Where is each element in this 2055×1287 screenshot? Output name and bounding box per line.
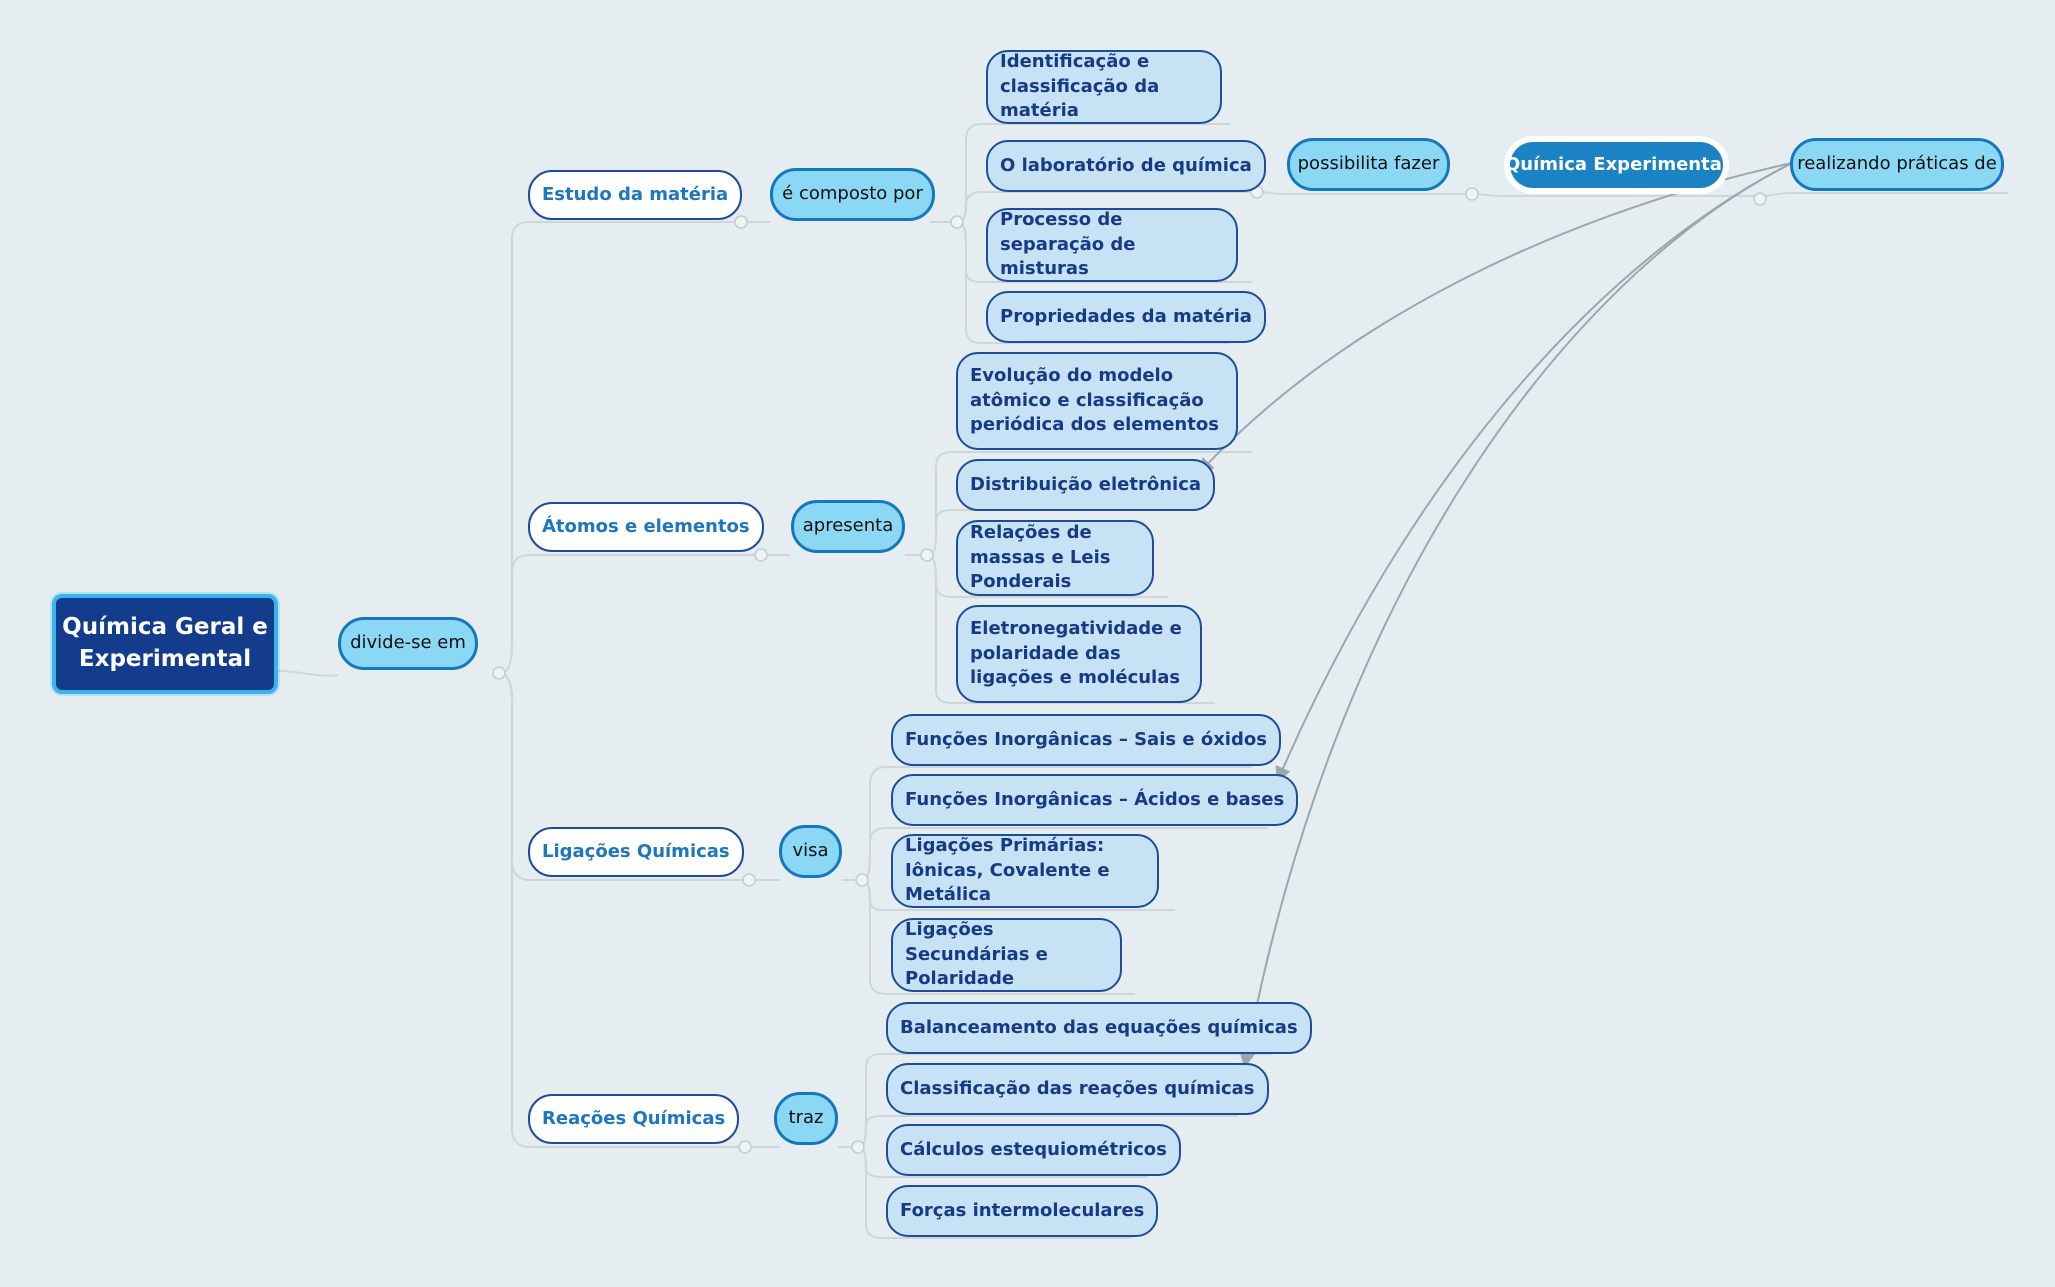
- leaf-sais-oxidos[interactable]: Funções Inorgânicas – Sais e óxidos: [891, 714, 1281, 766]
- branch-1-link[interactable]: é composto por: [770, 168, 935, 221]
- leaf-identificacao[interactable]: Identificação e classificação da matéria: [986, 50, 1222, 124]
- link-text: visa: [792, 840, 829, 862]
- leaf-forcas-intermoleculares[interactable]: Forças intermoleculares: [886, 1185, 1159, 1237]
- root-topic-label: Química Geral e Experimental: [62, 614, 268, 672]
- leaf-label: Evolução do modelo atômico e classificaç…: [970, 364, 1219, 436]
- link-text: apresenta: [802, 515, 894, 537]
- link-text: realizando práticas de: [1797, 153, 1997, 175]
- branch-label: Átomos e elementos: [542, 515, 750, 537]
- branch-label: Ligações Químicas: [542, 840, 730, 862]
- root-topic[interactable]: Química Geral e Experimental: [52, 594, 278, 694]
- leaf-label: Classificação das reações químicas: [900, 1077, 1255, 1099]
- link-text: traz: [788, 1107, 824, 1129]
- leaf-balanceamento[interactable]: Balanceamento das equações químicas: [886, 1002, 1312, 1054]
- branch-label: Estudo da matéria: [542, 183, 729, 205]
- leaf-ligacoes-primarias[interactable]: Ligações Primárias: Iônicas, Covalente e…: [891, 834, 1159, 908]
- leaf-label: Propriedades da matéria: [1000, 305, 1252, 327]
- leaf-separacao-misturas[interactable]: Processo de separação de misturas: [986, 208, 1238, 282]
- branch-label: Reações Químicas: [542, 1107, 726, 1129]
- lab-link-possibilita[interactable]: possibilita fazer: [1287, 138, 1450, 191]
- branch-atomos-elementos[interactable]: Átomos e elementos: [528, 502, 764, 552]
- root-link-text: divide-se em: [350, 632, 466, 654]
- leaf-label: Funções Inorgânicas – Ácidos e bases: [905, 788, 1285, 810]
- leaf-label: Ligações Secundárias e Polaridade: [905, 918, 1048, 990]
- branch-estudo-da-materia[interactable]: Estudo da matéria: [528, 170, 743, 220]
- leaf-label: Distribuição eletrônica: [970, 473, 1202, 495]
- topic-quimica-experimental[interactable]: Química Experimental: [1505, 142, 1728, 188]
- branch-3-link[interactable]: visa: [779, 825, 842, 878]
- leaf-classificacao-reacoes[interactable]: Classificação das reações químicas: [886, 1063, 1269, 1115]
- leaf-label: Cálculos estequiométricos: [900, 1138, 1167, 1160]
- leaf-calculos-estequiometricos[interactable]: Cálculos estequiométricos: [886, 1124, 1181, 1176]
- link-text: é composto por: [782, 183, 923, 205]
- branch-4-link[interactable]: traz: [774, 1092, 838, 1145]
- leaf-ligacoes-secundarias[interactable]: Ligações Secundárias e Polaridade: [891, 918, 1122, 992]
- leaf-eletronegatividade[interactable]: Eletronegatividade e polaridade das liga…: [956, 605, 1202, 703]
- leaf-acidos-bases[interactable]: Funções Inorgânicas – Ácidos e bases: [891, 774, 1299, 826]
- leaf-label: Identificação e classificação da matéria: [1000, 50, 1160, 122]
- branch-2-link[interactable]: apresenta: [791, 500, 905, 553]
- leaf-propriedades[interactable]: Propriedades da matéria: [986, 291, 1266, 343]
- topic-label: Química Experimental: [1504, 153, 1729, 175]
- branch-ligacoes-quimicas[interactable]: Ligações Químicas: [528, 827, 744, 877]
- leaf-relacoes-massas[interactable]: Relações de massas e Leis Ponderais: [956, 520, 1154, 596]
- branch-reacoes-quimicas[interactable]: Reações Químicas: [528, 1094, 740, 1144]
- leaf-distribuicao-eletronica[interactable]: Distribuição eletrônica: [956, 459, 1216, 511]
- leaf-label: Eletronegatividade e polaridade das liga…: [970, 617, 1182, 689]
- leaf-label: O laboratório de química: [1000, 154, 1252, 176]
- leaf-label: Processo de separação de misturas: [1000, 208, 1136, 280]
- leaf-label: Balanceamento das equações químicas: [900, 1016, 1298, 1038]
- leaf-label: Funções Inorgânicas – Sais e óxidos: [905, 728, 1267, 750]
- leaf-laboratorio[interactable]: O laboratório de química: [986, 140, 1266, 192]
- link-text: possibilita fazer: [1297, 153, 1440, 175]
- root-link-label[interactable]: divide-se em: [338, 617, 478, 670]
- leaf-modelo-atomico[interactable]: Evolução do modelo atômico e classificaç…: [956, 352, 1238, 450]
- leaf-label: Forças intermoleculares: [900, 1199, 1145, 1221]
- leaf-label: Ligações Primárias: Iônicas, Covalente e…: [905, 834, 1110, 906]
- lab-link-realizando[interactable]: realizando práticas de: [1790, 138, 2004, 191]
- leaf-label: Relações de massas e Leis Ponderais: [970, 521, 1111, 593]
